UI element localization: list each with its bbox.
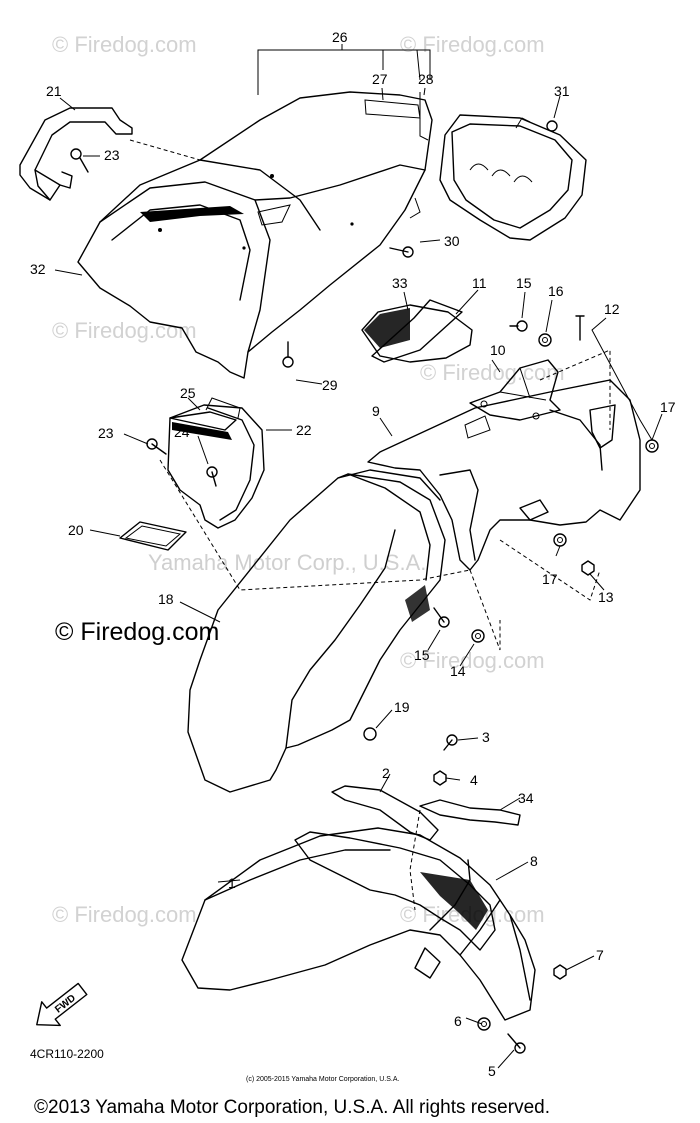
callout-29: 29 bbox=[322, 377, 338, 393]
callout-11: 11 bbox=[472, 275, 487, 291]
watermark-center: Yamaha Motor Corp., U.S.A. bbox=[148, 550, 426, 575]
callout-1: 1 bbox=[228, 875, 236, 891]
fasteners bbox=[70, 120, 659, 1054]
callout-3: 3 bbox=[482, 729, 490, 745]
callout-10: 10 bbox=[490, 342, 506, 358]
callout-22: 22 bbox=[296, 422, 312, 438]
bracket-34 bbox=[419, 799, 521, 826]
side-cover bbox=[167, 397, 265, 529]
callout-34: 34 bbox=[518, 790, 534, 806]
callout-17: 17 bbox=[660, 399, 676, 415]
callout-14: 14 bbox=[450, 663, 466, 679]
leader-lines bbox=[54, 87, 663, 1069]
callout-24: 24 bbox=[174, 424, 190, 440]
callout-8: 8 bbox=[530, 853, 538, 869]
callout-31: 31 bbox=[554, 83, 570, 99]
callout-15: 15 bbox=[516, 275, 532, 291]
front-fender bbox=[181, 827, 536, 1021]
callout-9: 9 bbox=[372, 403, 380, 419]
svg-text:FWD: FWD bbox=[53, 993, 78, 1016]
watermark: © Firedog.com bbox=[400, 32, 545, 57]
callout-26: 26 bbox=[332, 29, 348, 45]
seat-cowl bbox=[77, 91, 433, 379]
callout-23: 23 bbox=[104, 147, 120, 163]
fender-skirt bbox=[187, 469, 446, 793]
watermark: © Firedog.com bbox=[52, 902, 197, 927]
callout-12: 12 bbox=[604, 301, 620, 317]
callout-27: 27 bbox=[372, 71, 388, 87]
mount-bracket bbox=[469, 359, 561, 421]
callout-20: 20 bbox=[68, 522, 84, 538]
inner-fender bbox=[294, 831, 496, 951]
callout-13: 13 bbox=[598, 589, 614, 605]
watermark: © Firedog.com bbox=[52, 32, 197, 57]
callout-21: 21 bbox=[46, 83, 62, 99]
diagram-code: 4CR110-2200 bbox=[30, 1047, 104, 1061]
callout-23: 23 bbox=[98, 425, 114, 441]
grab-handle bbox=[19, 107, 133, 201]
watermark-main: © Firedog.com bbox=[55, 618, 219, 646]
callout-30: 30 bbox=[444, 233, 460, 249]
callout-5: 5 bbox=[488, 1063, 496, 1079]
pad bbox=[119, 521, 187, 551]
small-copyright: (c) 2005-2015 Yamaha Motor Corporation, … bbox=[246, 1076, 399, 1083]
callout-19: 19 bbox=[394, 699, 410, 715]
callout-25: 25 bbox=[180, 385, 196, 401]
watermark: © Firedog.com bbox=[400, 648, 545, 673]
callout-6: 6 bbox=[454, 1013, 462, 1029]
fwd-arrow: FWD bbox=[36, 982, 88, 1027]
callout-7: 7 bbox=[596, 947, 604, 963]
callout-17: 17 bbox=[542, 571, 558, 587]
battery-cover bbox=[361, 299, 473, 363]
callouts: 1 2 3 4 5 6 7 8 9 10 11 12 13 14 15 15 1… bbox=[30, 29, 676, 1079]
callout-28: 28 bbox=[418, 71, 434, 87]
watermark-group: © Firedog.com © Firedog.com © Firedog.co… bbox=[52, 32, 565, 927]
callout-16: 16 bbox=[548, 283, 564, 299]
taillight-housing bbox=[439, 114, 587, 241]
footer-copyright: ©2013 Yamaha Motor Corporation, U.S.A. A… bbox=[34, 1097, 550, 1118]
watermark: © Firedog.com bbox=[420, 360, 565, 385]
watermark: © Firedog.com bbox=[52, 318, 197, 343]
rear-fender bbox=[367, 379, 641, 571]
callout-18: 18 bbox=[158, 591, 174, 607]
callout-15: 15 bbox=[414, 647, 430, 663]
callout-33: 33 bbox=[392, 275, 408, 291]
callout-32: 32 bbox=[30, 261, 46, 277]
callout-4: 4 bbox=[470, 772, 478, 788]
callout-bracket bbox=[257, 44, 431, 95]
callout-2: 2 bbox=[382, 765, 390, 781]
bracket-2 bbox=[331, 785, 439, 841]
